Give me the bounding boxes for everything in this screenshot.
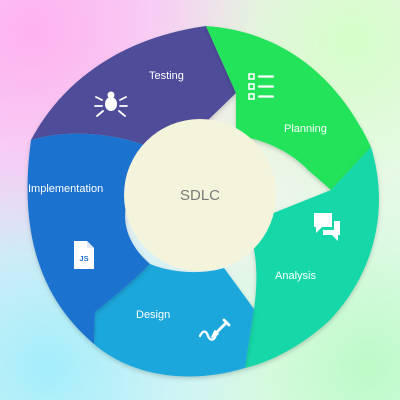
segment-label-analysis: Analysis — [275, 270, 316, 282]
js-file-icon: JS — [74, 241, 94, 269]
segment-label-design: Design — [136, 309, 170, 321]
segment-planning — [206, 26, 371, 190]
bug-icon — [94, 91, 128, 117]
segment-label-implementation: Implementation — [28, 183, 103, 195]
segment-implementation — [27, 133, 173, 344]
segment-analysis — [245, 147, 379, 368]
center-circle — [124, 119, 276, 271]
chat-bubbles-icon — [314, 213, 340, 241]
segment-label-testing: Testing — [149, 70, 184, 82]
pen-signature-icon — [198, 318, 231, 341]
checklist-icon — [248, 73, 275, 100]
segment-design — [94, 264, 254, 377]
segment-label-planning: Planning — [284, 123, 327, 135]
js-file-text: JS — [79, 254, 88, 263]
center-label: SDLC — [180, 187, 220, 204]
